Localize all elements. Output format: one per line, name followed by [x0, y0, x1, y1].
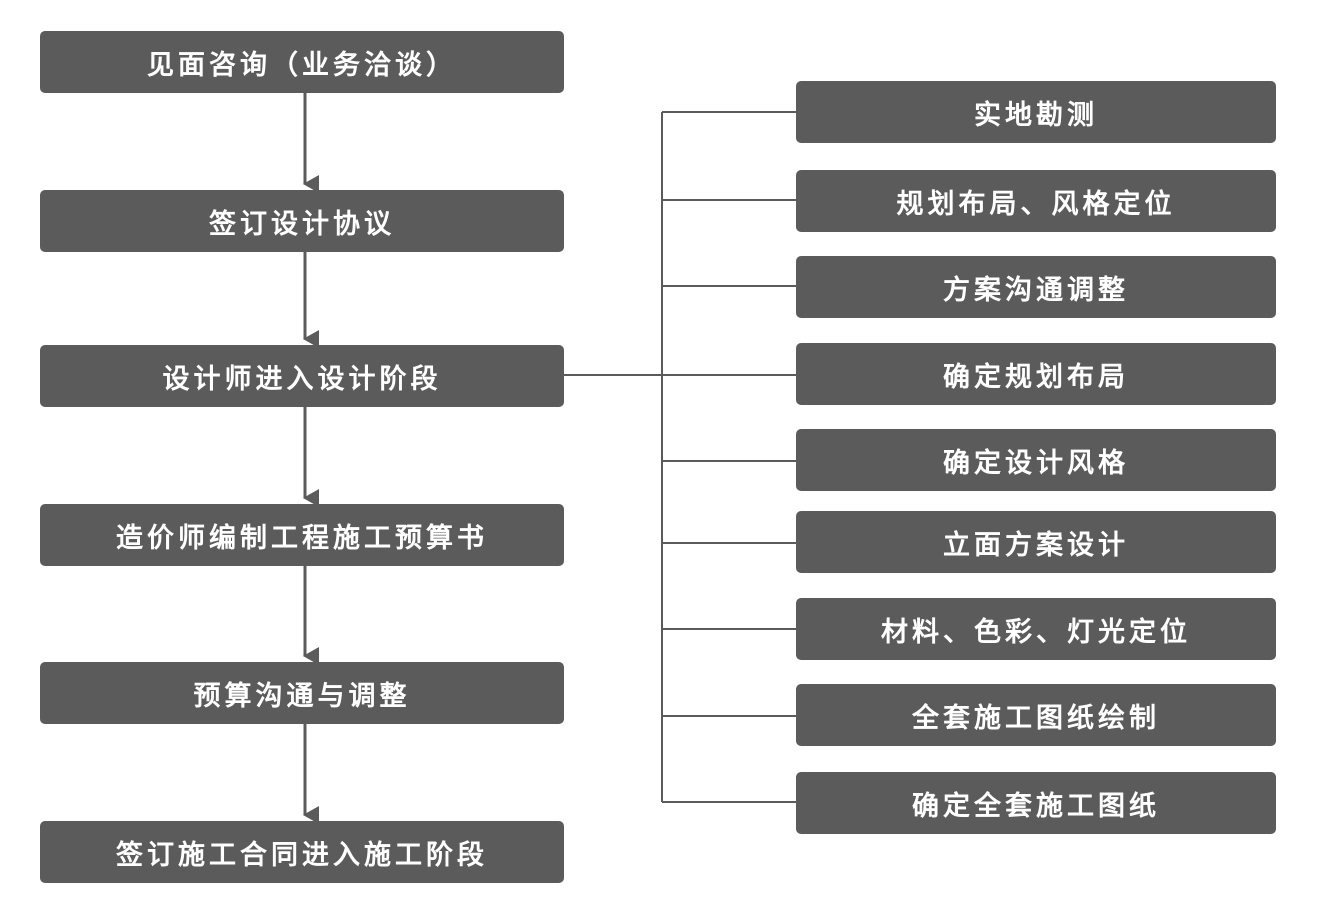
substep-layout-style-positioning: 规划布局、风格定位 — [796, 170, 1276, 232]
substep-construction-drawings: 全套施工图纸绘制 — [796, 684, 1276, 746]
substep-plan-communication: 方案沟通调整 — [796, 256, 1276, 318]
step-consultation: 见面咨询（业务洽谈） — [40, 31, 564, 93]
substep-elevation-design: 立面方案设计 — [796, 511, 1276, 573]
substep-confirm-style: 确定设计风格 — [796, 429, 1276, 491]
step-sign-construction-contract: 签订施工合同进入施工阶段 — [40, 821, 564, 883]
step-budget-preparation: 造价师编制工程施工预算书 — [40, 504, 564, 566]
substep-confirm-drawings: 确定全套施工图纸 — [796, 772, 1276, 834]
step-design-stage: 设计师进入设计阶段 — [40, 345, 564, 407]
substep-site-survey: 实地勘测 — [796, 81, 1276, 143]
step-sign-design-agreement: 签订设计协议 — [40, 190, 564, 252]
substep-material-color-lighting: 材料、色彩、灯光定位 — [796, 598, 1276, 660]
step-budget-adjustment: 预算沟通与调整 — [40, 662, 564, 724]
substep-confirm-layout: 确定规划布局 — [796, 343, 1276, 405]
